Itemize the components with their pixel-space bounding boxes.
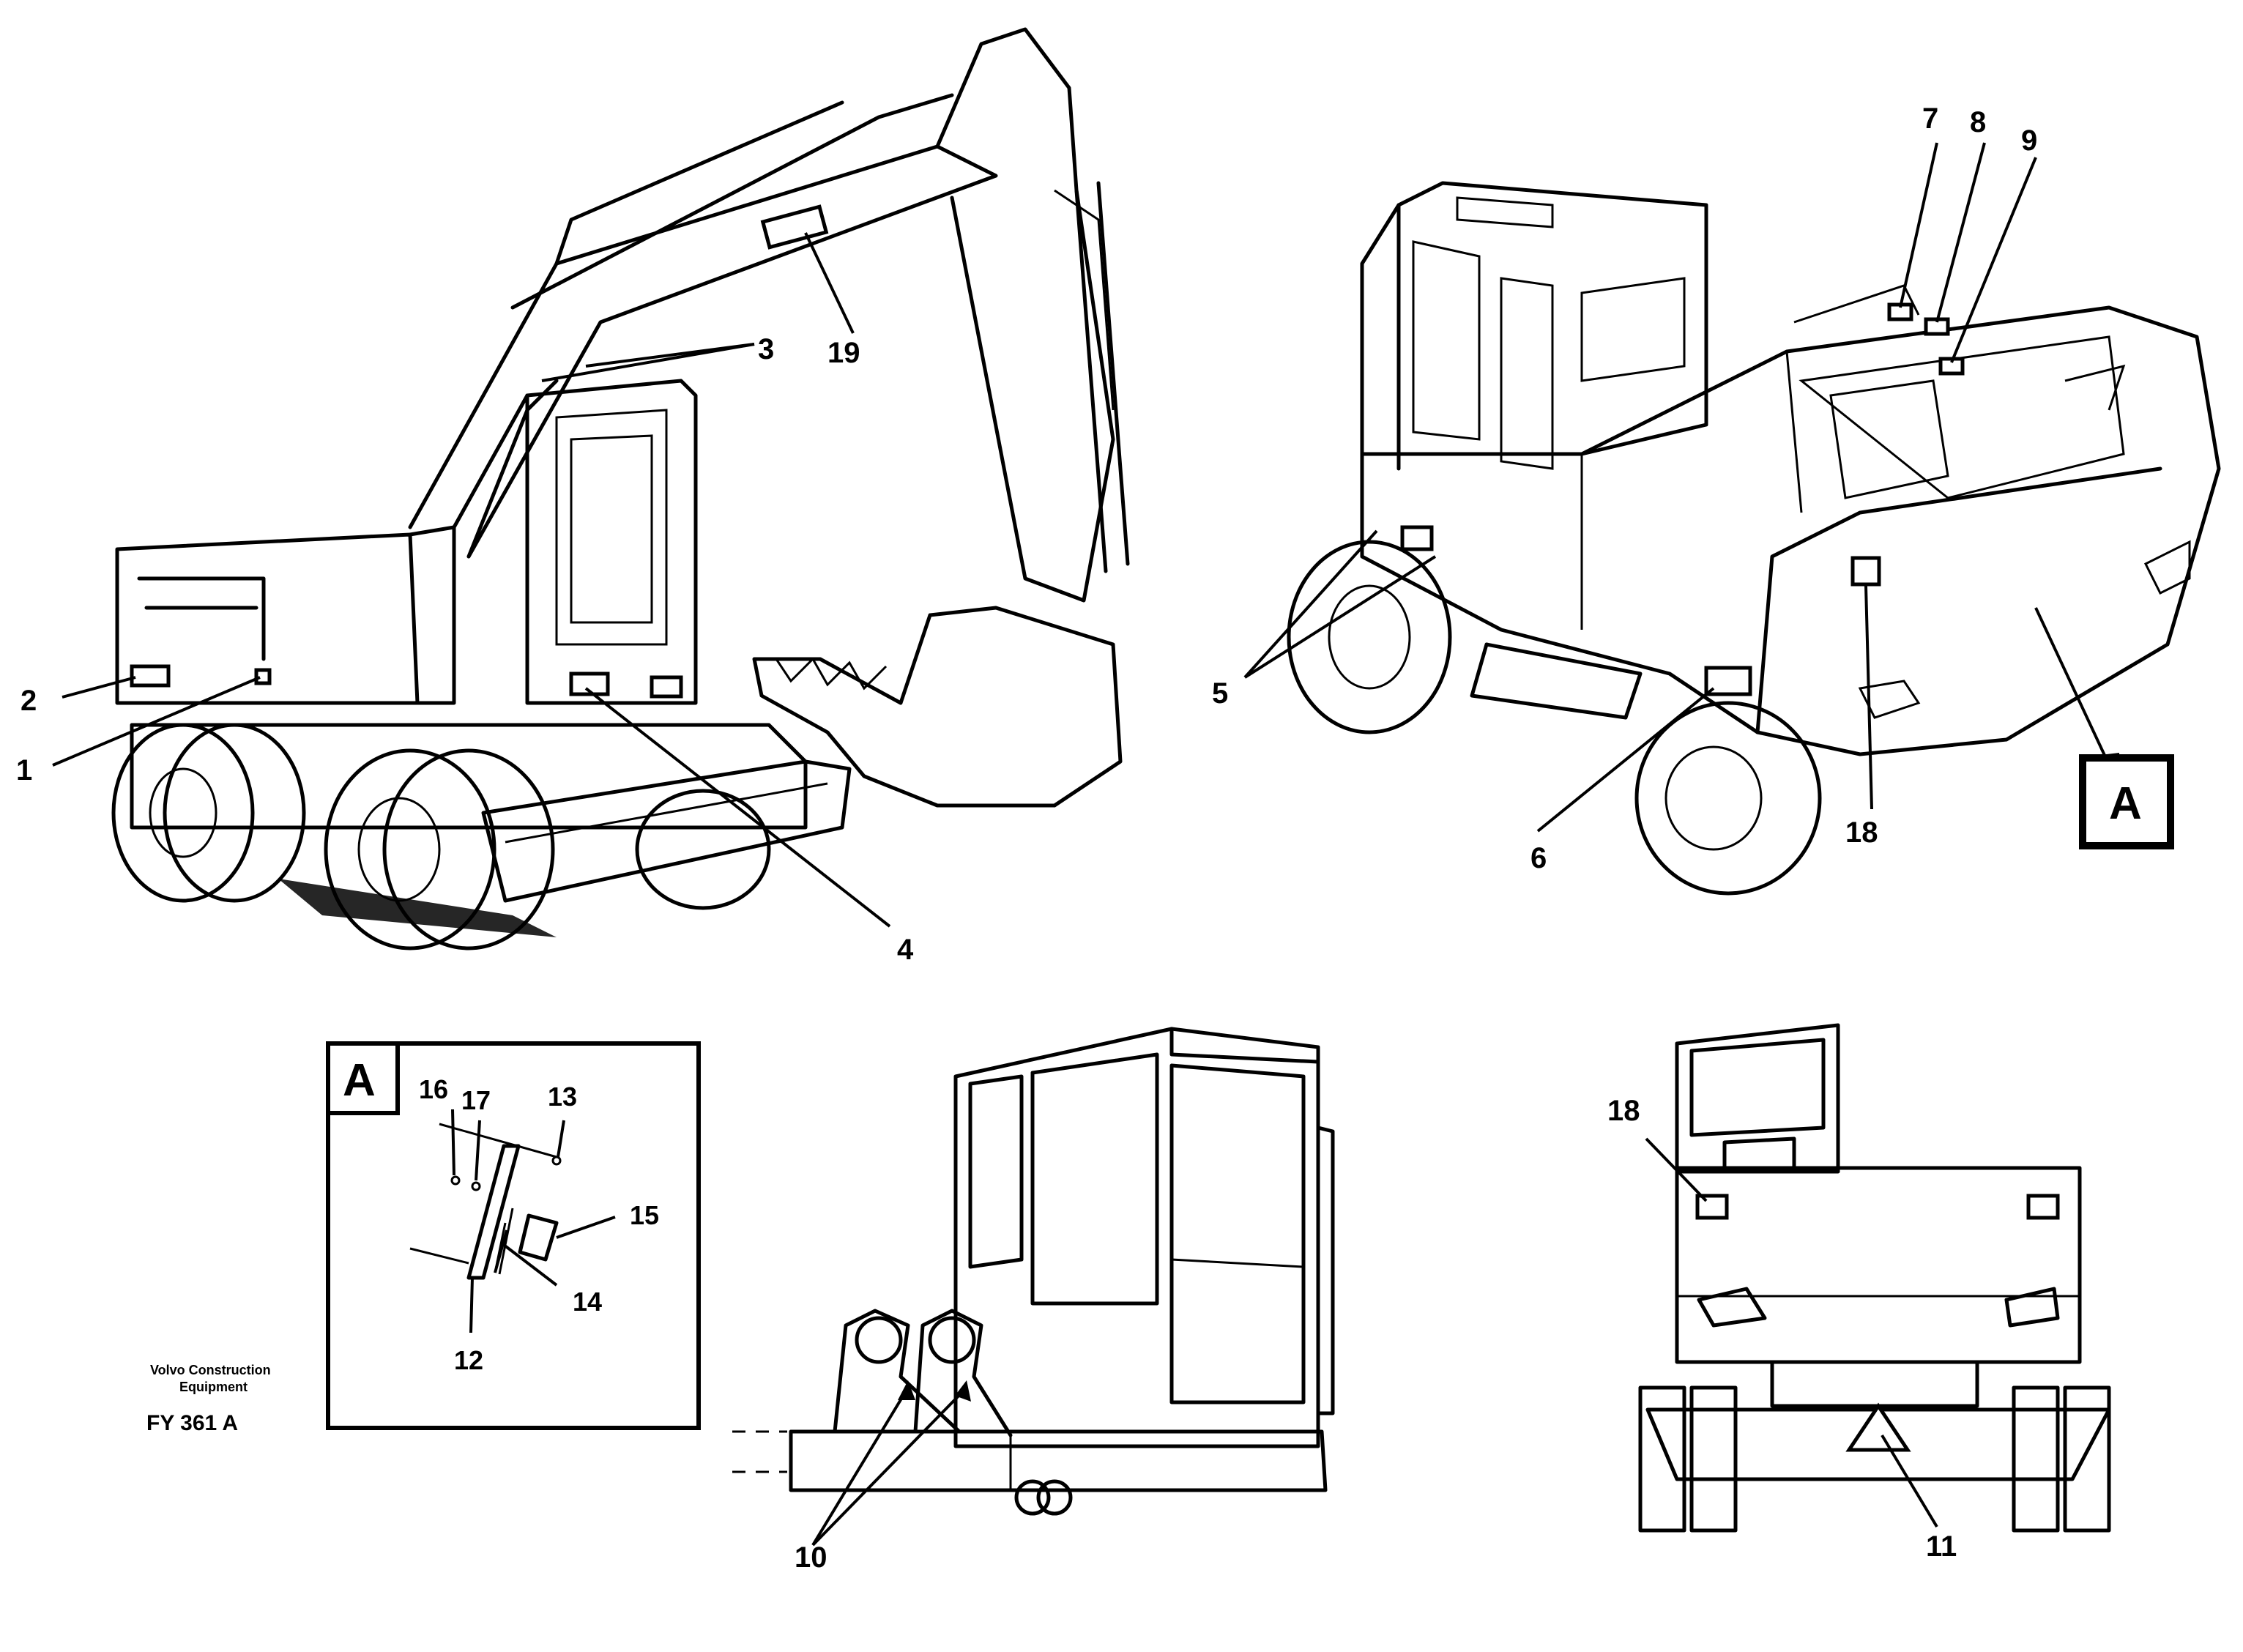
callout-18-rear-view: 18: [1607, 1095, 1640, 1127]
callout-1: 1: [16, 754, 32, 786]
view-marker-a: A: [2079, 754, 2174, 849]
callout-14: 14: [573, 1287, 602, 1317]
callout-13: 13: [548, 1082, 577, 1112]
excavator-rear-view: [1638, 1023, 2111, 1533]
leaders-side-view: [52, 232, 891, 928]
callout-12: 12: [454, 1345, 483, 1375]
callout-2: 2: [21, 685, 37, 717]
callout-4: 4: [897, 934, 914, 966]
figure-code: FY 361 A: [146, 1411, 238, 1435]
cab-side-view: [732, 1027, 1335, 1547]
callout-9: 9: [2021, 124, 2037, 157]
callout-17: 17: [461, 1085, 491, 1115]
callout-16: 16: [419, 1074, 448, 1104]
callout-3: 3: [758, 333, 774, 365]
detail-a-box: A: [326, 1041, 701, 1430]
view-marker-a-letter: A: [2109, 778, 2142, 829]
callout-18-rear-perspective: 18: [1845, 816, 1878, 849]
callout-6: 6: [1530, 842, 1547, 874]
leaders-rear-perspective: [1243, 142, 2114, 833]
callout-10: 10: [795, 1541, 827, 1574]
callout-15: 15: [630, 1200, 659, 1230]
wheels-side: [111, 723, 771, 950]
detail-a-box-letter: A: [343, 1055, 376, 1106]
excavator-rear-perspective: [1287, 181, 2221, 896]
callout-8: 8: [1970, 106, 1986, 138]
callout-19: 19: [827, 337, 860, 369]
credit-line-2: Equipment: [179, 1380, 248, 1394]
callout-5: 5: [1212, 677, 1228, 710]
callout-7: 7: [1922, 103, 1938, 135]
credit-line-1: Volvo Construction: [150, 1363, 271, 1377]
excavator-side-view: [111, 27, 1130, 950]
callout-11: 11: [1926, 1530, 1957, 1563]
